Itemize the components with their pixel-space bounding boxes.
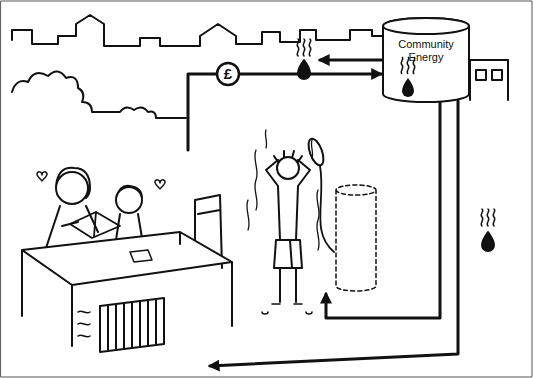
- building: [470, 60, 508, 100]
- man: [266, 151, 310, 302]
- payment-circle: £: [216, 62, 240, 86]
- heat-arrow: [320, 59, 382, 62]
- node-texts: £: [216, 62, 240, 86]
- heat-wave: [297, 39, 311, 56]
- energy-tank: Community Energy: [382, 16, 470, 104]
- water-drop: [482, 232, 494, 251]
- heart: [155, 180, 165, 189]
- paper: [130, 250, 152, 262]
- node-texts: Community Energy: [382, 16, 470, 104]
- payment-line: [188, 74, 216, 150]
- radiator: [100, 298, 164, 352]
- hot-water-cylinder: [336, 185, 376, 291]
- building-window: [476, 70, 486, 80]
- heart: [37, 172, 47, 181]
- tank-top: [383, 18, 469, 34]
- heat-pipe: [210, 101, 458, 366]
- shower-head: [306, 137, 327, 167]
- child: [116, 186, 142, 240]
- book: [70, 212, 120, 238]
- building-window: [492, 70, 502, 80]
- footprint: [262, 304, 312, 314]
- tree-line: [12, 71, 186, 118]
- heat-wave: [481, 209, 495, 226]
- currency-symbol: £: [216, 62, 240, 86]
- water-drop: [402, 78, 414, 97]
- towel: [274, 240, 302, 268]
- circle-outline: [217, 63, 239, 85]
- skyline: [12, 15, 384, 46]
- heat-pipe: [326, 101, 440, 318]
- heat-wave: [78, 311, 90, 337]
- shower-hose: [320, 166, 334, 252]
- payment-arrow: [240, 73, 382, 76]
- tank-body: [383, 18, 469, 102]
- tank-label: Community Energy: [394, 38, 458, 64]
- water-drop: [298, 60, 310, 79]
